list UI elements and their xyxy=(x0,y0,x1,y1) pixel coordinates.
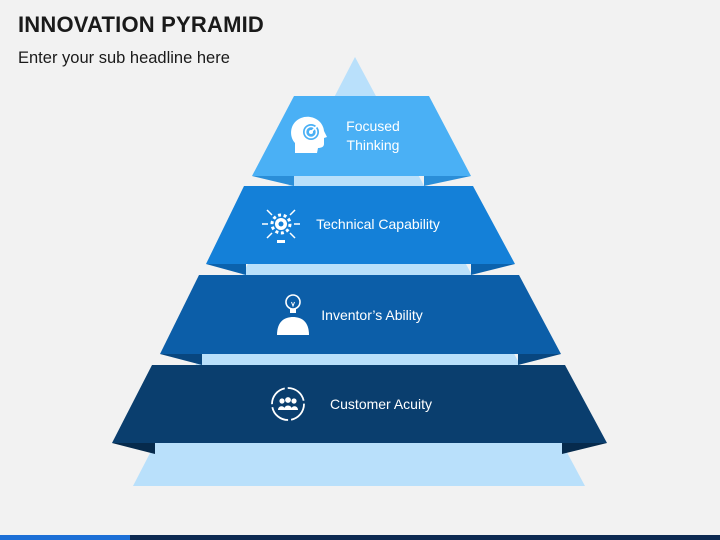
level-2-fold-right xyxy=(471,264,515,275)
level-4-label: Customer Acuity xyxy=(330,396,432,412)
level-1-fold-left xyxy=(252,176,294,186)
level-2-band xyxy=(206,186,515,264)
level-4-fold-left xyxy=(112,443,155,454)
level-2-fold-left xyxy=(206,264,246,275)
level-1-label-line-1: Focused xyxy=(346,118,400,134)
gear-network-icon xyxy=(262,209,300,243)
level-3-band xyxy=(160,275,561,354)
level-2-label: Technical Capability xyxy=(316,216,440,232)
level-1-label-line-2: Thinking xyxy=(347,137,400,153)
bottom-accent-bar xyxy=(0,535,720,540)
page-title: INNOVATION PYRAMID xyxy=(18,12,265,37)
level-1-fold-right xyxy=(424,176,471,186)
level-4-fold-right xyxy=(562,443,607,454)
lightbulb-person-icon xyxy=(277,294,309,335)
level-3-label: Inventor’s Ability xyxy=(321,307,422,323)
page-subtitle: Enter your sub headline here xyxy=(18,49,230,67)
bottom-bar-navy-segment xyxy=(130,535,720,540)
focused-head-icon xyxy=(291,116,327,153)
level-4-band xyxy=(112,365,607,443)
bottom-bar-blue-segment xyxy=(0,535,130,540)
level-3-fold-left xyxy=(160,354,202,365)
customer-group-icon xyxy=(271,387,305,421)
level-1-band xyxy=(252,96,471,176)
level-3-fold-right xyxy=(518,354,561,365)
